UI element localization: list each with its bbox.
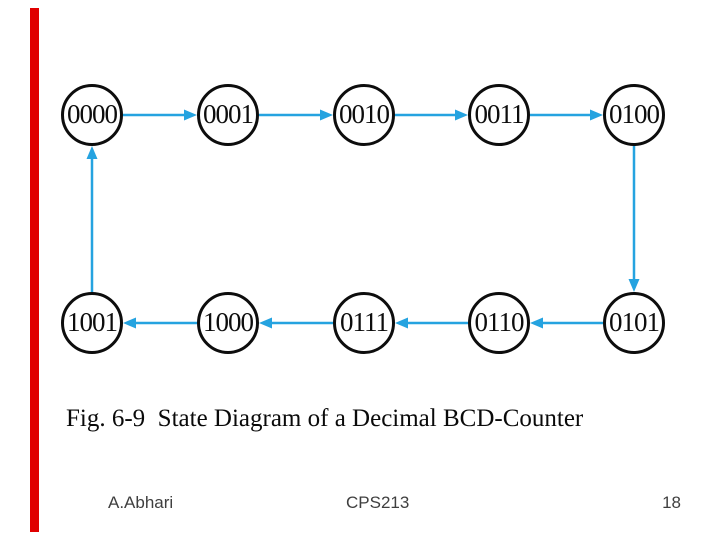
state-node-label: 1000: [203, 306, 254, 337]
state-node-label: 0111: [340, 306, 389, 337]
footer-page-number: 18: [662, 493, 681, 512]
state-node-0110: 0110: [468, 292, 530, 354]
transition-arrow-head: [320, 109, 333, 121]
state-node-0101: 0101: [603, 292, 665, 354]
state-node-label: 0110: [474, 306, 525, 337]
state-node-label: 0011: [474, 98, 525, 129]
state-node-0111: 0111: [333, 292, 395, 354]
state-node-label: 0100: [609, 98, 660, 129]
transition-arrow-head: [455, 109, 468, 121]
state-node-0010: 0010: [333, 84, 395, 146]
transition-arrow-head: [184, 109, 197, 121]
footer-author: A.Abhari: [108, 493, 174, 512]
transition-arrow-head: [628, 279, 640, 292]
state-node-0100: 0100: [603, 84, 665, 146]
transition-arrow-head: [86, 146, 98, 159]
transition-arrow-head: [395, 317, 408, 329]
transition-arrow-head: [530, 317, 543, 329]
figure-caption: Fig. 6-9 State Diagram of a Decimal BCD-…: [66, 405, 584, 432]
footer: A.Abhari CPS213 18: [0, 493, 720, 515]
state-node-0000: 0000: [61, 84, 123, 146]
state-node-label: 1001: [67, 306, 118, 337]
state-node-label: 0000: [67, 98, 118, 129]
state-node-0011: 0011: [468, 84, 530, 146]
state-node-0001: 0001: [197, 84, 259, 146]
state-node-label: 0010: [339, 98, 390, 129]
state-node-label: 0001: [203, 98, 254, 129]
state-node-1000: 1000: [197, 292, 259, 354]
transition-arrow-head: [259, 317, 272, 329]
transition-arrow-head: [590, 109, 603, 121]
transition-arrow-head: [123, 317, 136, 329]
state-node-1001: 1001: [61, 292, 123, 354]
state-node-label: 0101: [609, 306, 660, 337]
footer-course: CPS213: [346, 493, 410, 512]
accent-bar: [30, 8, 39, 532]
